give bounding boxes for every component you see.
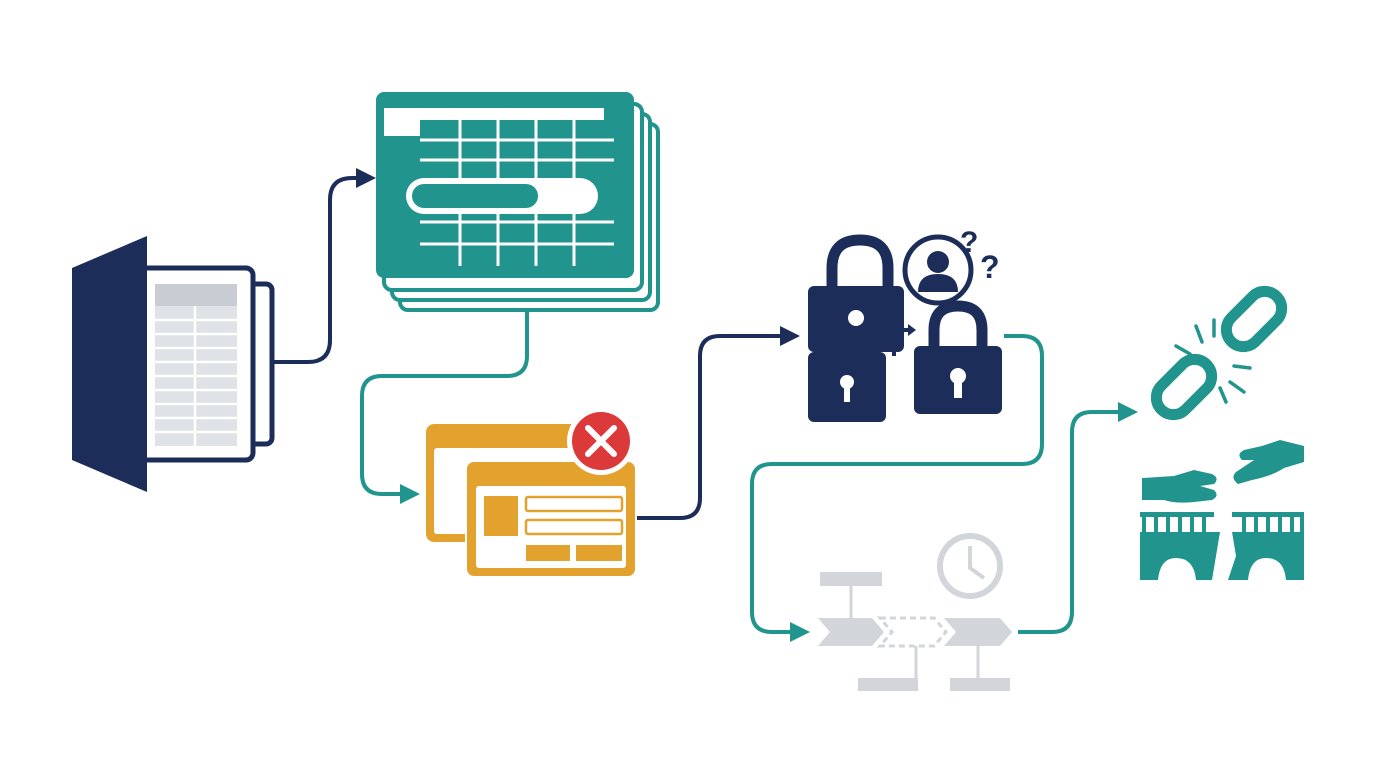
error-dialog-windows-icon xyxy=(426,407,637,578)
clock-icon xyxy=(937,533,1003,599)
connector-spreadsheets-to-errors xyxy=(360,312,529,504)
padlock-icon xyxy=(808,326,886,422)
connector-timeline-to-broken-link xyxy=(1018,402,1138,634)
stacked-spreadsheet-windows-icon xyxy=(376,92,660,312)
connector-errors-to-locks xyxy=(637,326,800,520)
open-book-spreadsheet-icon xyxy=(72,236,275,492)
broken-bridge-icon xyxy=(1140,512,1304,580)
reaching-hands-icon xyxy=(1142,440,1304,503)
faded-process-timeline-clock-icon xyxy=(818,533,1012,691)
user-question-icon: ? ? xyxy=(902,226,1000,306)
padlock-icon xyxy=(914,300,1002,414)
svg-text:?: ? xyxy=(980,249,1000,285)
padlocks-with-user-question-icon: ? ? xyxy=(808,226,1002,422)
connector-book-to-spreadsheets xyxy=(272,168,376,364)
connector-locks-to-timeline xyxy=(750,334,1044,642)
svg-text:?: ? xyxy=(960,226,978,259)
broken-chain-link-icon xyxy=(1150,285,1288,421)
error-x-badge xyxy=(567,407,635,475)
